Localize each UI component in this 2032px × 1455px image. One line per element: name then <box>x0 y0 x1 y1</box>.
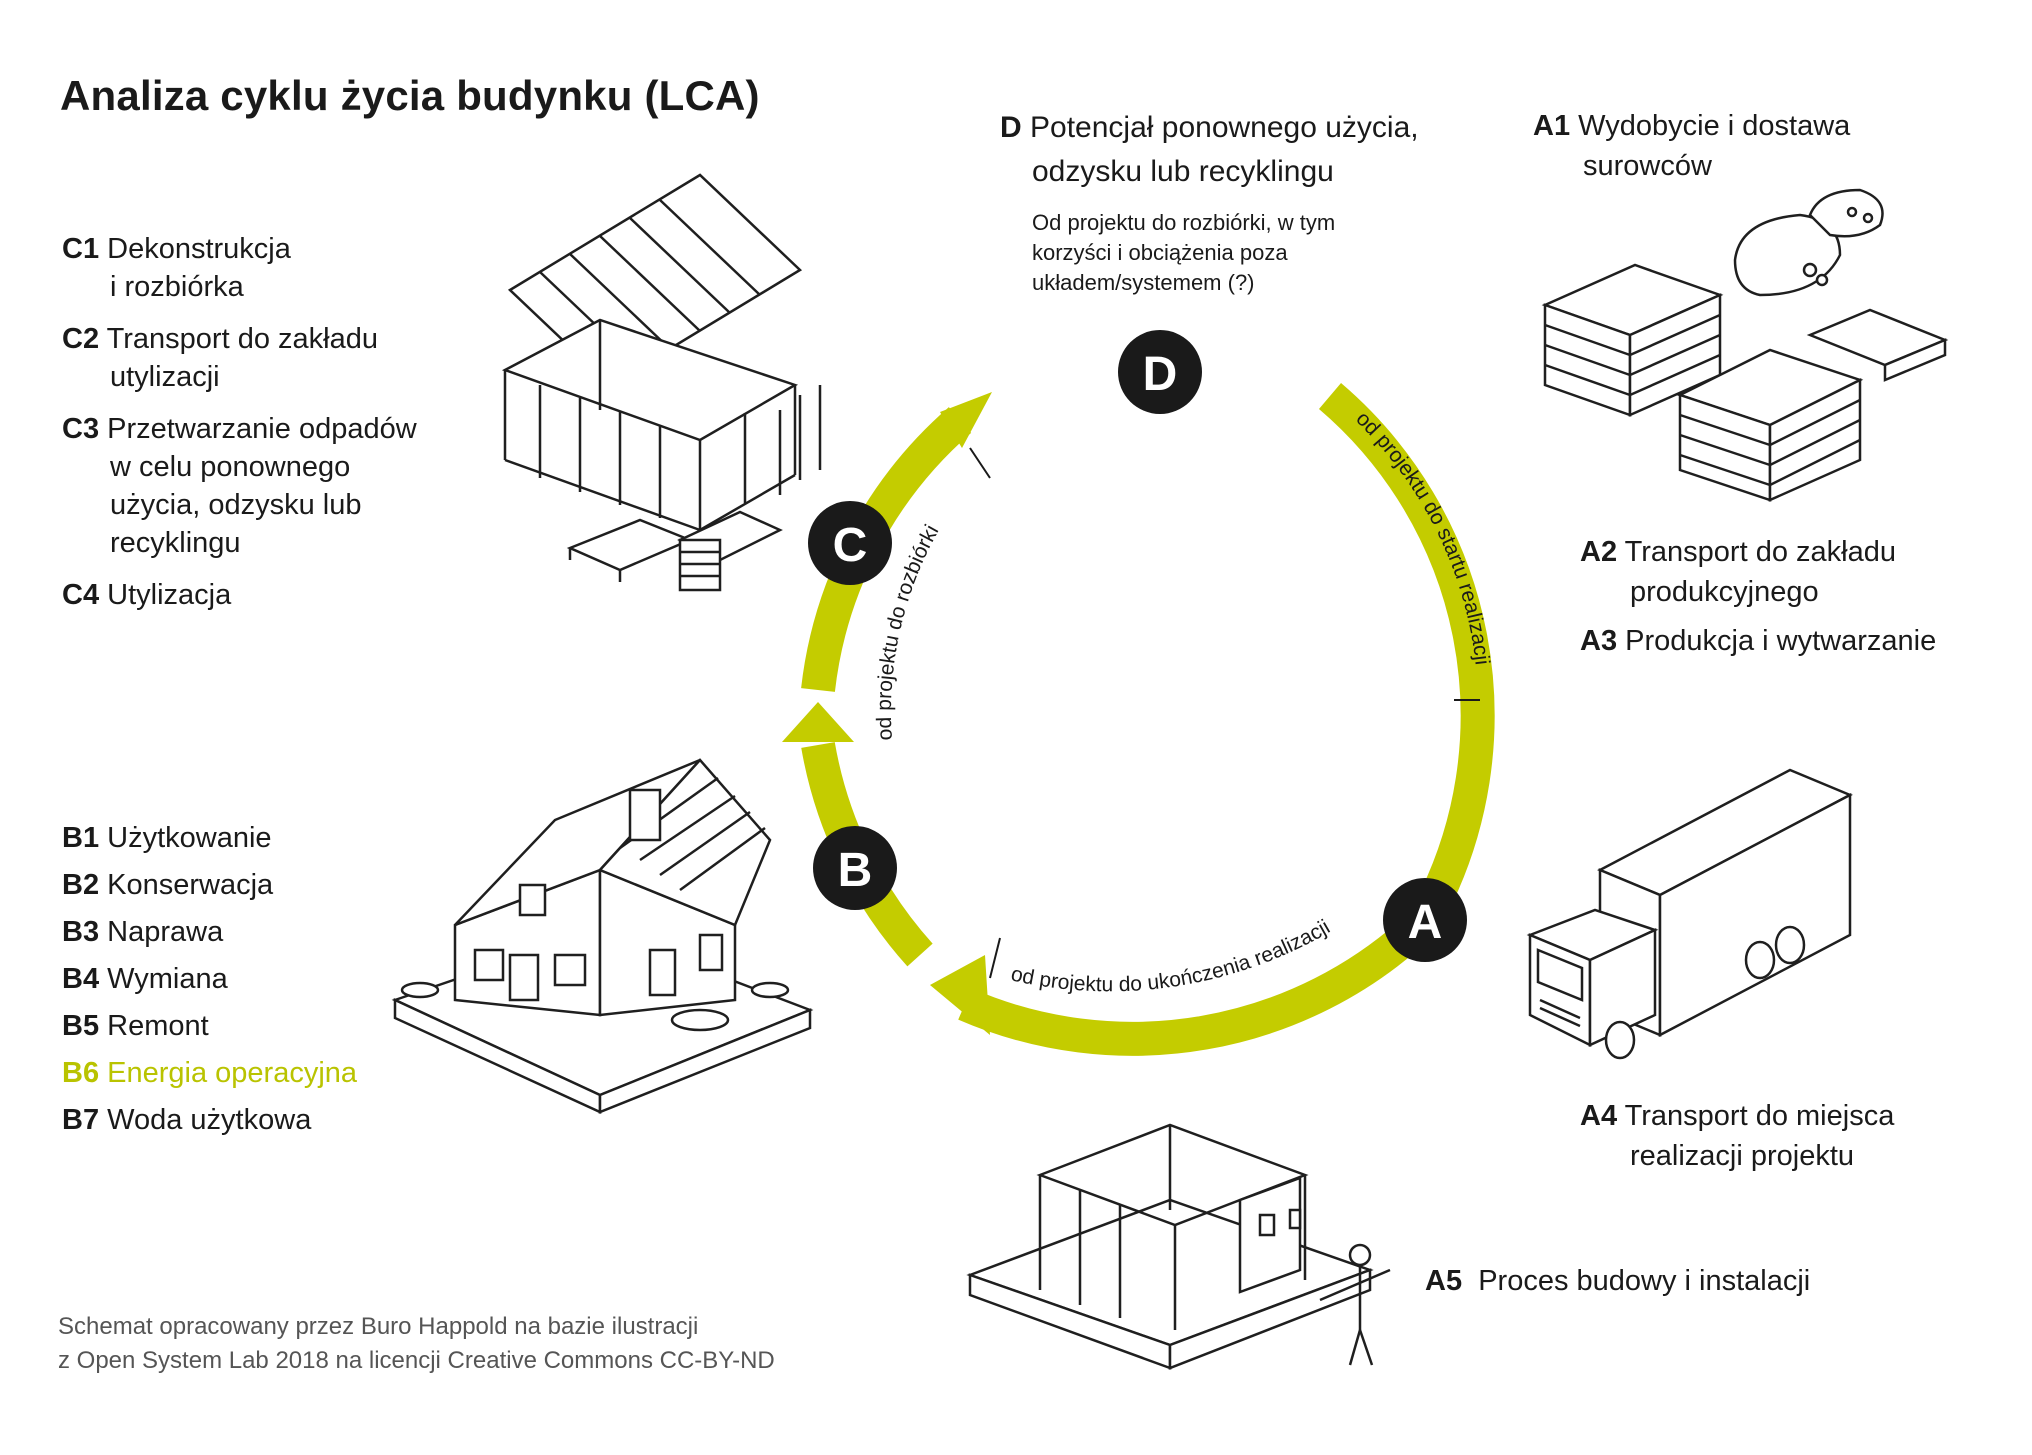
stage-label-cont: utylizacji <box>110 361 220 393</box>
list-item-b4: B4 Wymiana <box>62 961 482 997</box>
stage-label: Utylizacja <box>107 579 232 611</box>
arrow-head-top <box>940 392 992 448</box>
stage-label: Użytkowanie <box>107 822 272 854</box>
cycle-arc-right <box>1318 383 1495 918</box>
stage-badge-letter: B <box>838 844 873 897</box>
raw-materials-illustration <box>1541 188 1949 502</box>
stage-label: Transport do zakładu <box>106 323 378 355</box>
deconstruction-house-illustration <box>501 173 822 592</box>
stage-label-cont: użycia, odzysku lub <box>110 489 362 521</box>
stage-label: Transport do zakładu <box>1624 536 1896 568</box>
credits: Schemat opracowany przez Buro Happold na… <box>58 1310 958 1378</box>
list-item-b7: B7 Woda użytkowa <box>62 1102 482 1138</box>
a3-stage-block: A3 Produkcja i wytwarzanie <box>1580 622 2020 660</box>
stage-badge-c: C <box>808 501 892 585</box>
list-item-b2: B2 Konserwacja <box>62 867 482 903</box>
list-item-c2: C2 Transport do zakładu utylizacji <box>62 320 502 396</box>
stage-code: B4 <box>62 963 100 995</box>
stage-code: A5 <box>1425 1265 1463 1297</box>
cycle-arc-bottom <box>958 912 1432 1056</box>
stage-badge-b: B <box>813 826 897 910</box>
construction-frame-illustration <box>966 1123 1391 1370</box>
stage-label: Woda użytkowa <box>107 1104 312 1136</box>
stage-label: Wymiana <box>107 963 228 995</box>
arc-label-completion: od projektu do ukończenia realizacji <box>1009 915 1334 996</box>
stage-code: B2 <box>62 869 100 901</box>
note-line: układem/systemem (?) <box>1032 270 1255 295</box>
a4-stage-block: A4 Transport do miejsca realizacji proje… <box>1580 1096 2000 1176</box>
stage-badge-d: D <box>1118 330 1202 414</box>
stage-label-cont: realizacji projektu <box>1630 1140 1855 1172</box>
stage-label: Transport do miejsca <box>1624 1100 1895 1132</box>
stage-code: A4 <box>1580 1100 1618 1132</box>
stage-code: A2 <box>1580 536 1618 568</box>
stage-code: C2 <box>62 323 100 355</box>
stage-code: B3 <box>62 916 100 948</box>
a2-stage-block: A2 Transport do zakładu produkcyjnego <box>1580 532 2020 612</box>
stage-badge-letter: D <box>1143 348 1178 401</box>
stage-label-cont: odzysku lub recyklingu <box>1032 155 1334 188</box>
stage-code: B7 <box>62 1104 100 1136</box>
stage-label: Potencjał ponownego użycia, <box>1030 111 1419 144</box>
stage-label: Dekonstrukcja <box>107 233 291 265</box>
list-item-c3: C3 Przetwarzanie odpadów w celu ponowneg… <box>62 410 502 562</box>
page-title: Analiza cyklu życia budynku (LCA) <box>60 72 760 119</box>
b-stage-list: B1 Użytkowanie B2 Konserwacja B3 Naprawa… <box>62 820 482 1149</box>
d-stage-note: Od projektu do rozbiórki, w tym korzyści… <box>1032 208 1392 298</box>
d-stage-block: D Potencjał ponownego użycia, odzysku lu… <box>1000 106 1460 194</box>
arc-tick <box>989 937 1001 979</box>
stage-label-cont: w celu ponownego <box>110 451 351 483</box>
stage-code: C4 <box>62 579 100 611</box>
list-item-b3: B3 Naprawa <box>62 914 482 950</box>
stage-badge-a: A <box>1383 878 1467 962</box>
stage-label-cont: surowców <box>1583 150 1712 182</box>
list-item-b1: B1 Użytkowanie <box>62 820 482 856</box>
stage-badge-letter: C <box>833 519 868 572</box>
stage-code: B1 <box>62 822 100 854</box>
stage-label: Wydobycie i dostawa <box>1578 110 1851 142</box>
list-item-b5: B5 Remont <box>62 1008 482 1044</box>
stage-label: Konserwacja <box>107 869 274 901</box>
stage-code: D <box>1000 111 1022 144</box>
list-item-b6: B6 Energia operacyjna <box>62 1055 482 1091</box>
stage-label: Remont <box>107 1010 209 1042</box>
arc-label-completion-text: od projektu do ukończenia realizacji <box>1009 915 1334 996</box>
stage-label-cont: recyklingu <box>110 527 241 559</box>
stage-label-cont: i rozbiórka <box>110 271 244 303</box>
stage-label: Energia operacyjna <box>107 1057 358 1089</box>
stage-label: Proces budowy i instalacji <box>1478 1265 1811 1297</box>
stage-code: C3 <box>62 413 100 445</box>
credits-line: z Open System Lab 2018 na licencji Creat… <box>58 1347 775 1374</box>
stage-badge-letter: A <box>1408 896 1443 949</box>
stage-code: C1 <box>62 233 100 265</box>
credits-line: Schemat opracowany przez Buro Happold na… <box>58 1313 699 1340</box>
stage-code: A3 <box>1580 625 1618 657</box>
stage-code: B5 <box>62 1010 100 1042</box>
arrow-head-bottom <box>930 955 990 1035</box>
a1-stage-block: A1 Wydobycie i dostawa surowców <box>1533 106 1953 186</box>
truck-illustration <box>1526 768 1853 1060</box>
arc-tick <box>969 447 991 479</box>
house-in-use-illustration <box>391 758 814 1114</box>
d-stage-title: D Potencjał ponownego użycia, <box>1000 106 1460 150</box>
stage-label: Przetwarzanie odpadów <box>107 413 417 445</box>
stage-code: A1 <box>1533 110 1571 142</box>
list-item-c4: C4 Utylizacja <box>62 576 502 614</box>
a5-stage-block: A5 Proces budowy i instalacji <box>1425 1262 1965 1300</box>
list-item-c1: C1 Dekonstrukcja i rozbiórka <box>62 230 502 306</box>
stage-code: B6 <box>62 1057 100 1089</box>
stage-label-cont: produkcyjnego <box>1630 576 1819 608</box>
stage-label: Produkcja i wytwarzanie <box>1625 625 1937 657</box>
arrow-head-left <box>782 702 854 742</box>
c-stage-list: C1 Dekonstrukcja i rozbiórka C2 Transpor… <box>62 230 502 628</box>
note-line: Od projektu do rozbiórki, w tym <box>1032 210 1336 235</box>
stage-label: Naprawa <box>107 916 224 948</box>
note-line: korzyści i obciążenia poza <box>1032 240 1288 265</box>
